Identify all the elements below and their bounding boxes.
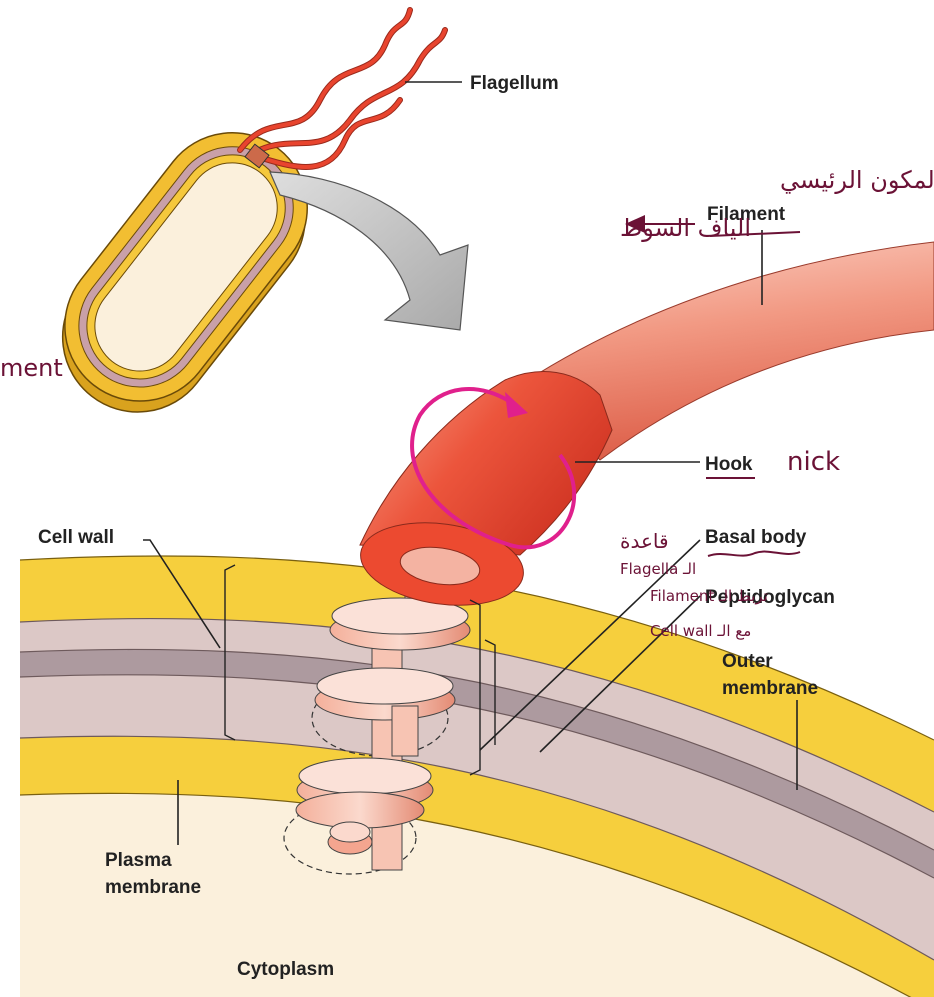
- zoom-arrow: [270, 172, 468, 330]
- label-flagellum: Flagellum: [470, 73, 559, 94]
- label-plasma-membrane-1: Plasma: [105, 850, 172, 871]
- label-cell-wall: Cell wall: [38, 527, 114, 548]
- annotation-hook: nick: [787, 447, 840, 477]
- label-basal-body: Basal body: [705, 527, 807, 548]
- annotation-basal-3: تربط الـ Filament: [650, 587, 768, 605]
- label-outer-membrane-1: Outer: [722, 651, 773, 672]
- annotation-basal-1: قاعدة: [620, 529, 669, 553]
- annotation-left-edge: ment: [0, 354, 63, 382]
- label-plasma-membrane-2: membrane: [105, 877, 201, 898]
- underline-basal-body: [708, 552, 800, 556]
- label-hook: Hook: [705, 454, 753, 475]
- flagellum-strands: [240, 10, 445, 168]
- label-outer-membrane-2: membrane: [722, 678, 818, 699]
- bacterium-cell: [28, 103, 341, 443]
- annotation-basal-2: الـ Flagella: [620, 560, 696, 578]
- annotation-basal-4: مع الـ Cell wall: [650, 622, 751, 640]
- label-cytoplasm: Cytoplasm: [237, 959, 334, 980]
- annotation-filament-main: المكون الرئيسي: [780, 166, 934, 194]
